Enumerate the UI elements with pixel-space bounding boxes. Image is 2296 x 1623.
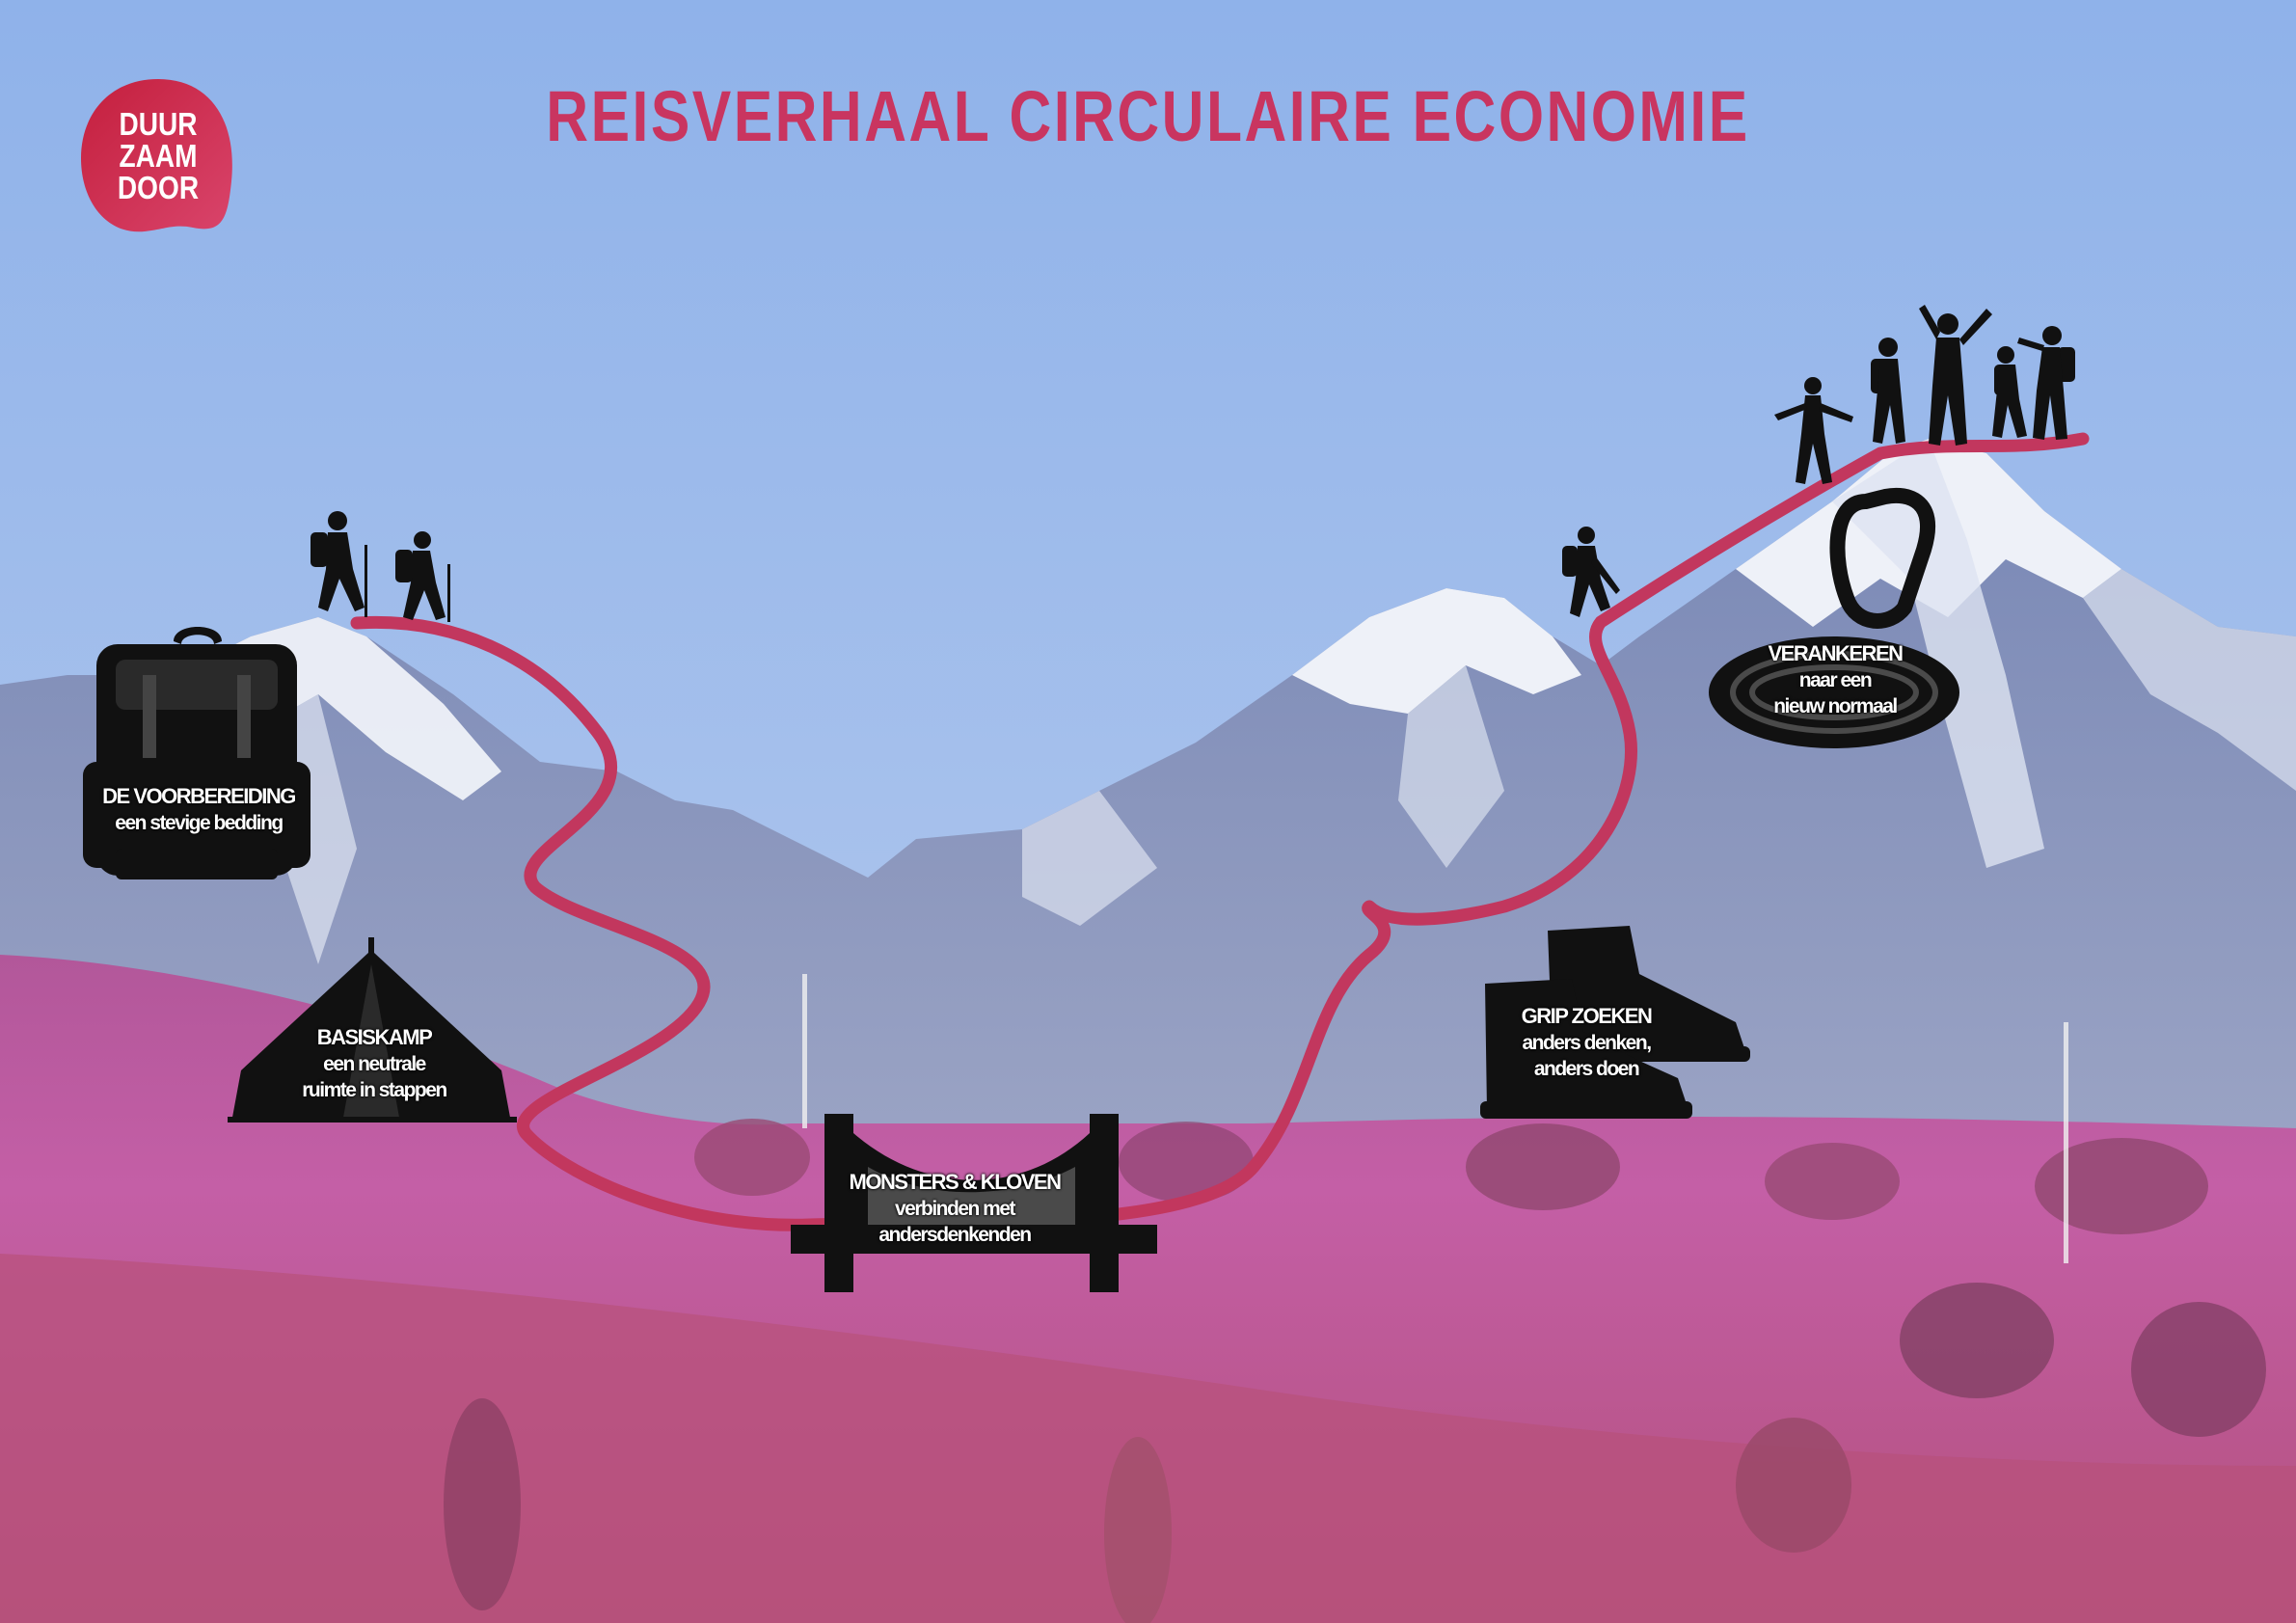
boots-icon [1480, 926, 1750, 1119]
logo-shape [81, 79, 232, 232]
stage-subtext: ruimte in stappen [302, 1079, 447, 1101]
duurzaam-door-logo: DUUR ZAAM DOOR [77, 75, 239, 235]
stage-heading: VERANKEREN [1768, 641, 1904, 665]
logo-line-2: ZAAM [119, 138, 198, 174]
stage-heading: DE VOORBEREIDING [102, 784, 296, 808]
stage-subtext: anders denken, [1522, 1032, 1652, 1054]
stage-heading: MONSTERS & KLOVEN [849, 1170, 1062, 1194]
stage-label-monsters-kloven: MONSTERS & KLOVEN verbinden met andersde… [820, 1169, 1090, 1248]
page-title: REISVERHAAL CIRCULAIRE ECONOMIE [546, 76, 1750, 156]
hiker-right-icon [1562, 527, 1620, 617]
logo-text: DUUR ZAAM DOOR [90, 108, 228, 203]
mountains [0, 439, 2296, 1138]
stage-label-basiskamp: BASISKAMP een neutrale ruimte in stappen [258, 1024, 490, 1103]
stage-label-verankeren: VERANKEREN naar een nieuw normaal [1726, 640, 1944, 719]
bridge-icon [791, 1114, 1157, 1292]
stage-label-voorbereiding: DE VOORBEREIDING een stevige bedding [85, 783, 312, 836]
rope-carabiner-icon [1709, 487, 1959, 748]
stage-subtext: andersdenkenden [878, 1224, 1032, 1246]
stage-subtext: verbinden met [894, 1198, 1016, 1220]
stage-subtext: naar een [1798, 669, 1873, 691]
hikers-left-icon [311, 511, 450, 622]
journey-path [350, 432, 2090, 1231]
backpack-icon [83, 627, 311, 879]
logo-line-3: DOOR [117, 170, 200, 205]
stage-label-grip-zoeken: GRIP ZOEKEN anders denken, anders doen [1475, 1003, 1697, 1082]
summit-group-icon [1774, 305, 2075, 484]
stage-heading: GRIP ZOEKEN [1521, 1004, 1653, 1028]
logo-line-1: DUUR [119, 106, 198, 142]
stage-subtext: een stevige bedding [115, 812, 284, 834]
stage-subtext: anders doen [1533, 1058, 1640, 1080]
stage-heading: BASISKAMP [316, 1025, 433, 1049]
tent-icon [228, 937, 517, 1123]
stage-subtext: een neutrale [323, 1053, 426, 1075]
stage-subtext: nieuw normaal [1773, 695, 1898, 717]
flower-field [0, 955, 2296, 1623]
